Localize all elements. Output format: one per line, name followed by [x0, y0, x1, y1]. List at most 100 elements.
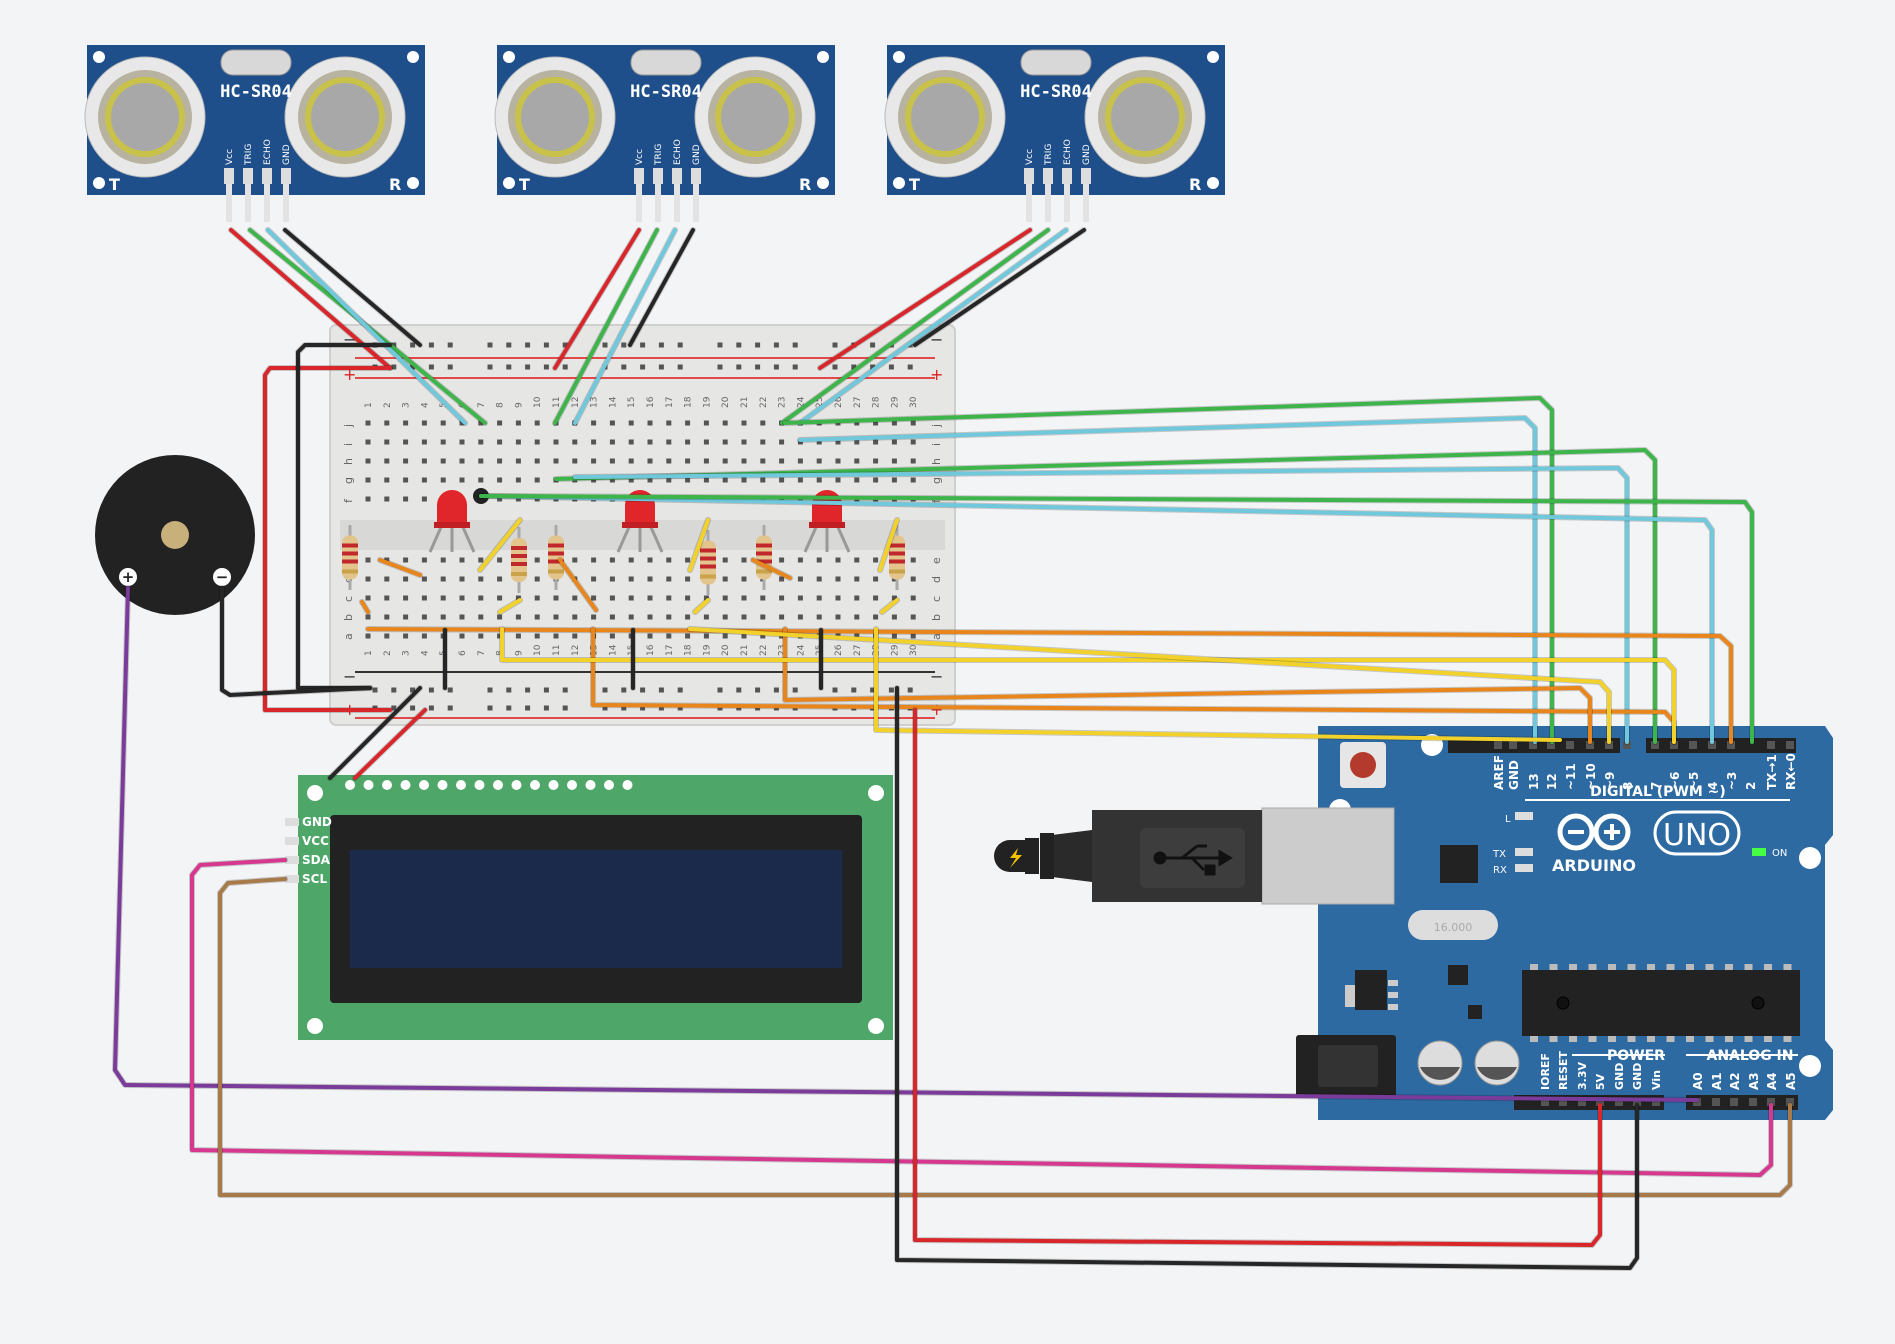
- rail-hole: [506, 687, 512, 693]
- wire-yellow: [500, 627, 1676, 744]
- row-label-right: j: [930, 424, 943, 428]
- breadboard-hole: [873, 439, 879, 445]
- breadboard-hole: [854, 614, 860, 620]
- power-pin-label: GND: [1631, 1063, 1644, 1090]
- breadboard-hole: [722, 595, 728, 601]
- column-label-bottom: 18: [684, 644, 694, 656]
- led-rim: [622, 522, 658, 528]
- breadboard-hole: [515, 477, 521, 483]
- breadboard-hole: [741, 420, 747, 426]
- row-label-left: c: [342, 596, 355, 602]
- rail-hole: [428, 687, 434, 693]
- wire-bb-yellow: [693, 598, 710, 614]
- rail-hole: [773, 342, 779, 348]
- digital-pin-socket: [1494, 741, 1502, 749]
- analog-pin-label: A2: [1728, 1072, 1742, 1090]
- analog-label: ANALOG IN: [1706, 1048, 1793, 1064]
- resistor-band: [889, 559, 905, 564]
- bottom-rail-plus-right: +: [930, 700, 943, 719]
- power-pin-label: Vin: [1650, 1070, 1663, 1090]
- usb-strain-ring: [1025, 838, 1039, 874]
- breadboard-hole: [910, 576, 916, 582]
- power-label: POWER: [1607, 1048, 1665, 1064]
- regulator-leg: [1388, 1004, 1398, 1010]
- column-label-top: 13: [590, 397, 600, 408]
- column-label-bottom: 6: [458, 650, 468, 656]
- breadboard-hole: [534, 614, 540, 620]
- bottom-rail-minus-left: −: [343, 667, 356, 686]
- breadboard-hole: [666, 557, 672, 563]
- breadboard-hole: [666, 614, 672, 620]
- rail-hole: [792, 687, 798, 693]
- breadboard-hole: [459, 595, 465, 601]
- digital-pin-socket: [1509, 741, 1517, 749]
- breadboard-hole: [628, 420, 634, 426]
- led-red: [428, 490, 476, 553]
- sensor-mount-hole: [407, 51, 419, 63]
- lcd-mount-hole: [307, 785, 323, 801]
- rail-hole: [870, 342, 876, 348]
- led-leg: [428, 524, 444, 553]
- resistor-band: [511, 554, 527, 558]
- small-chip: [1448, 965, 1468, 985]
- power-pin-socket: [1615, 1098, 1623, 1106]
- lcd-header-pin: [493, 780, 503, 790]
- column-label-bottom: 3: [402, 650, 412, 656]
- lcd-header-pin: [622, 780, 633, 790]
- breadboard-hole: [403, 557, 409, 563]
- rail-hole: [677, 364, 683, 370]
- breadboard-hole: [365, 477, 371, 483]
- led-leg: [803, 524, 819, 553]
- wire-rail-vcc: [263, 366, 392, 712]
- chip-leg: [1666, 1036, 1675, 1042]
- breadboard-hole: [609, 458, 615, 464]
- breadboard-hole: [628, 595, 634, 601]
- chip-legs: [1530, 964, 1792, 1042]
- breadboard-hole: [797, 557, 803, 563]
- breadboard-hole: [854, 633, 860, 639]
- sensor-pin-leg: [283, 184, 289, 222]
- breadboard-hole: [910, 439, 916, 445]
- breadboard-hole: [816, 557, 822, 563]
- lcd-screen: [350, 850, 842, 968]
- column-label-bottom: 21: [740, 645, 750, 656]
- digital-pin-socket: [1727, 741, 1735, 749]
- breadboard-hole: [647, 576, 653, 582]
- lcd-header-pin: [548, 780, 559, 790]
- wire-buzzer-plus: [113, 586, 1699, 1102]
- breadboard-hole: [591, 439, 597, 445]
- rail-hole: [755, 342, 761, 348]
- resistor-band: [756, 559, 772, 564]
- wire-bb-orange: [751, 558, 792, 580]
- sensor-crystal: [630, 49, 702, 76]
- rail-hole: [391, 687, 397, 693]
- rail-hole: [621, 705, 627, 711]
- lcd-pin-vcc: [285, 837, 299, 845]
- breadboard-hole: [741, 614, 747, 620]
- buzzer-plus-label: +: [122, 568, 135, 586]
- lcd-header-pin: [400, 780, 411, 790]
- column-label-top: 3: [402, 402, 412, 408]
- resistor-band: [342, 543, 358, 548]
- wire-buzzer-minus: [220, 586, 372, 697]
- power-pin-label: RESET: [1557, 1051, 1570, 1090]
- sensor-pin-label-echo: ECHO: [1063, 139, 1073, 165]
- sensor-pin-label-gnd: GND: [1082, 144, 1092, 165]
- column-label-top: 1: [364, 402, 374, 408]
- rail-hole: [755, 364, 761, 370]
- breadboard-hole: [421, 576, 427, 582]
- chip-leg: [1725, 964, 1733, 970]
- lcd-header-pins: [345, 780, 633, 790]
- breadboard-hole: [534, 477, 540, 483]
- chip-leg: [1705, 964, 1714, 970]
- column-label-top: 14: [608, 396, 618, 408]
- breadboard-hole: [403, 458, 409, 464]
- breadboard-hole: [609, 420, 615, 426]
- rail-hole: [832, 364, 838, 370]
- rail-hole: [736, 342, 742, 348]
- reset-button[interactable]: [1350, 752, 1376, 778]
- breadboard-hole: [741, 477, 747, 483]
- lcd-header-pin: [511, 780, 522, 790]
- breadboard-hole: [384, 496, 390, 502]
- breadboard-hole: [478, 557, 484, 563]
